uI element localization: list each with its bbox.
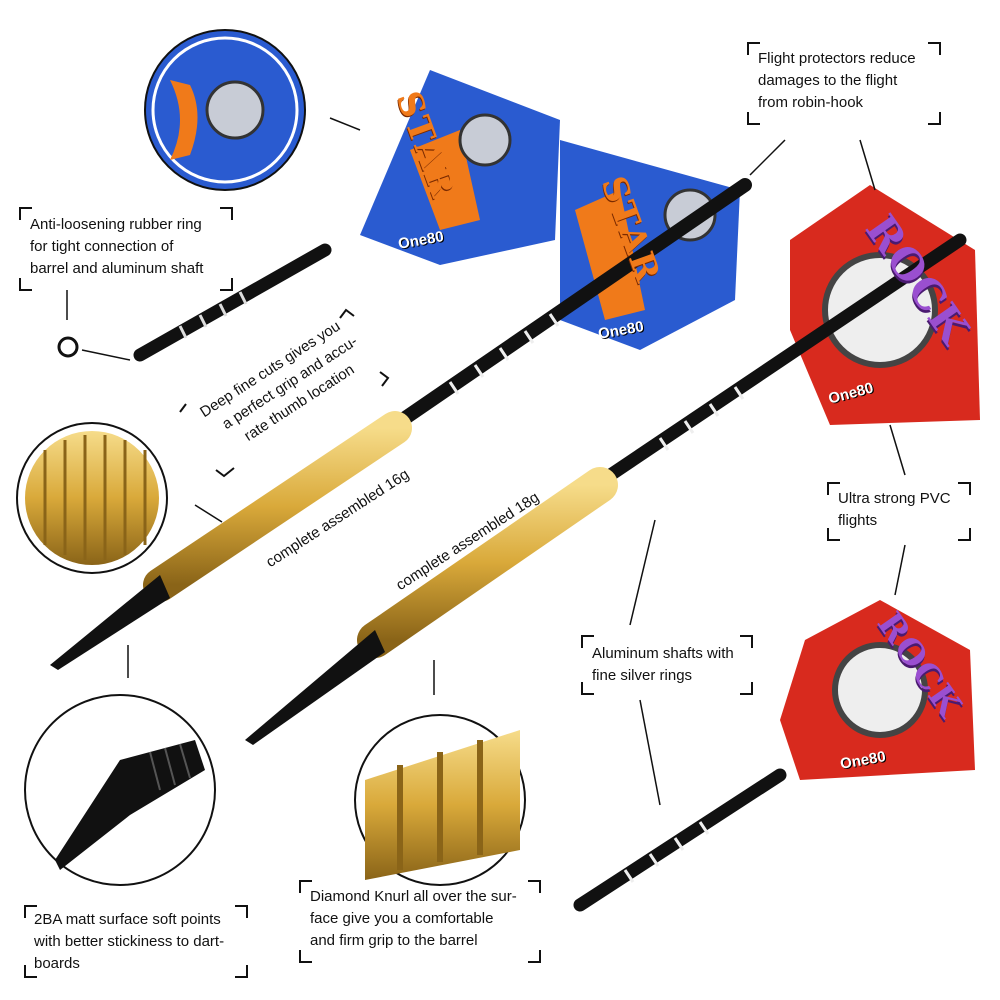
caption-line: Diamond Knurl all over the sur-: [310, 888, 517, 905]
dart-16g: [50, 70, 752, 670]
aluminum-shafts-caption: Aluminum shafts with fine silver rings: [592, 643, 734, 687]
rubber-ring: [57, 336, 79, 358]
spare-shaft: [573, 768, 787, 912]
caption-line: Anti-loosening rubber ring: [30, 216, 202, 233]
caption-line: for tight connection of: [30, 238, 174, 255]
caption-line: from robin-hook: [758, 94, 864, 111]
barrel-cuts-detail-circle: [16, 422, 168, 574]
caption-line: Flight protectors reduce: [758, 50, 916, 67]
flight-protectors-caption: Flight protectors reduce damages to the …: [758, 48, 916, 114]
caption-line: and firm grip to the barrel: [310, 932, 478, 949]
caption-brackets: [19, 42, 971, 978]
caption-line: with better stickiness to dart-: [34, 933, 225, 950]
dart-18g: [245, 185, 980, 745]
pvc-flights-caption: Ultra strong PVC flights: [838, 488, 951, 532]
spare-red-flight: [780, 600, 975, 780]
caption-line: flights: [838, 512, 878, 529]
diamond-knurl-caption: Diamond Knurl all over the sur- face giv…: [310, 886, 517, 952]
flight-detail-circle: [144, 29, 306, 191]
caption-line: damages to the flight: [758, 72, 898, 89]
caption-line: boards: [34, 955, 80, 972]
soft-point-detail-circle: [24, 694, 216, 886]
caption-line: Ultra strong PVC: [838, 490, 951, 507]
caption-line: barrel and aluminum shaft: [30, 260, 204, 277]
caption-line: face give you a comfortable: [310, 910, 494, 927]
caption-line: fine silver rings: [592, 667, 693, 684]
rubber-ring-caption: Anti-loosening rubber ring for tight con…: [30, 214, 203, 280]
caption-line: 2BA matt surface soft points: [34, 911, 221, 928]
knurl-detail-circle: [354, 714, 526, 886]
loose-shaft-top: [133, 243, 332, 362]
soft-points-caption: 2BA matt surface soft points with better…: [34, 909, 224, 975]
caption-line: Aluminum shafts with: [592, 645, 734, 662]
